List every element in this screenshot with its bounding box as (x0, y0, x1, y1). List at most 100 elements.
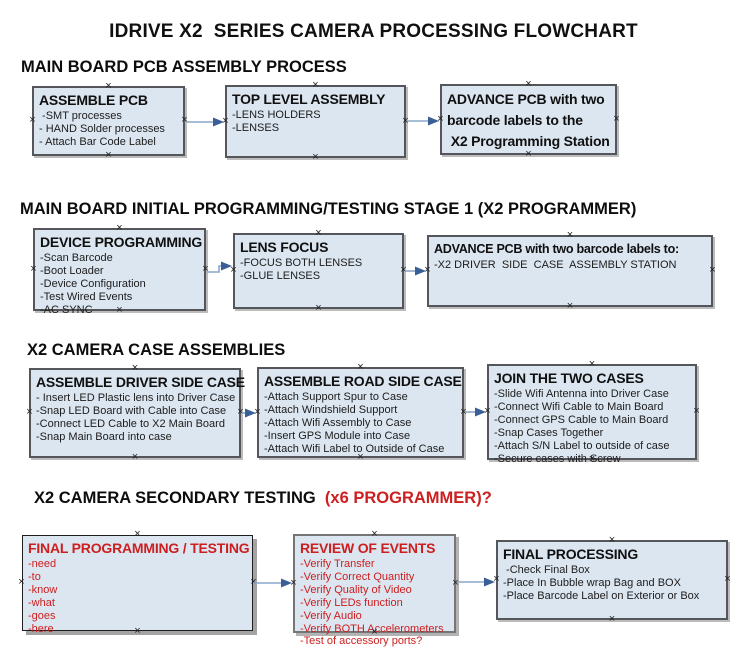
bottom-selection-handle-icon (131, 453, 140, 462)
box-item: -Place In Bubble wrap Bag and BOX (503, 576, 681, 589)
box-items: -Slide Wifi Antenna into Driver Case-Con… (494, 388, 690, 465)
flow-arrow (187, 117, 224, 127)
box-item: -Connect Wifi Cable to Main Board (494, 400, 664, 413)
section-heading-case-assemblies: X2 CAMERA CASE ASSEMBLIES (27, 341, 286, 359)
bottom-selection-handle-icon (311, 153, 320, 162)
heading-black-part: X2 CAMERA SECONDARY TESTING (34, 489, 316, 507)
box-items: -SMT processes- HAND Solder processes- A… (39, 110, 178, 149)
flow-arrow (254, 578, 292, 588)
section-heading-secondary-testing: X2 CAMERA SECONDARY TESTING (x6 PROGRAMM… (34, 488, 492, 508)
right-selection-handle-icon (401, 117, 410, 126)
top-selection-handle-icon (115, 224, 124, 233)
top-selection-handle-icon (588, 360, 597, 369)
left-selection-handle-icon (28, 116, 37, 125)
right-selection-handle-icon (708, 266, 717, 275)
top-selection-handle-icon (314, 229, 323, 238)
bottom-selection-handle-icon (608, 615, 617, 624)
left-selection-handle-icon (17, 578, 26, 587)
right-selection-handle-icon (399, 266, 408, 275)
box-item: -AC SYNC (40, 303, 93, 316)
box-item: -Place Barcode Label on Exterior or Box (503, 589, 700, 602)
flow-arrow (207, 261, 232, 273)
right-selection-handle-icon (723, 575, 732, 584)
box-item: -Verify BOTH Accelerometers (300, 622, 444, 635)
page-title: IDRIVE X2 SERIES CAMERA PROCESSING FLOWC… (109, 21, 638, 42)
flow-box-assemble-road-side-case: ASSEMBLE ROAD SIDE CASE -Attach Support … (257, 367, 464, 458)
box-items: - Insert LED Plastic lens into Driver Ca… (36, 392, 236, 444)
box-item: -Attach Windshield Support (264, 403, 398, 416)
box-item: -Attach S/N Label to outside of case (494, 439, 670, 452)
box-item: - Attach Bar Code Label (39, 135, 156, 148)
bottom-selection-handle-icon (314, 304, 323, 313)
box-item: -GLUE LENSES (240, 269, 321, 282)
right-selection-handle-icon (249, 578, 258, 587)
box-item: -Snap Main Board into case (36, 430, 172, 443)
right-selection-handle-icon (236, 408, 245, 417)
left-selection-handle-icon (229, 266, 238, 275)
right-selection-handle-icon (692, 407, 701, 416)
flow-arrow (242, 408, 256, 418)
box-item: -Insert GPS Module into Case (264, 429, 411, 442)
box-item: -to (28, 570, 41, 583)
box-item: -Verify LEDs function (300, 596, 403, 609)
box-items: -FOCUS BOTH LENSES-GLUE LENSES (240, 257, 397, 283)
right-selection-handle-icon (459, 408, 468, 417)
box-item: -Snap LED Board with Cable into Case (36, 404, 227, 417)
section-heading-pcb-assembly: MAIN BOARD PCB ASSEMBLY PROCESS (21, 58, 347, 76)
box-title: REVIEW OF EVENTS (300, 540, 436, 556)
flow-box-advance-pcb-to-programming-station: ADVANCE PCB with two barcode labels to t… (440, 84, 617, 155)
box-title: ASSEMBLE DRIVER SIDE CASE (36, 374, 245, 390)
flow-arrow (407, 116, 439, 126)
left-selection-handle-icon (483, 407, 492, 416)
flow-box-final-programming-testing: FINAL PROGRAMMING / TESTING -need-to-kno… (22, 535, 253, 635)
box-item: -Snap Cases Together (494, 426, 604, 439)
left-selection-handle-icon (436, 115, 445, 124)
box-item: -Verify Audio (300, 609, 362, 622)
box-items: -Scan Barcode-Boot Loader-Device Configu… (40, 252, 199, 317)
box-items: -LENS HOLDERS-LENSES (232, 109, 399, 135)
box-title: DEVICE PROGRAMMING (40, 234, 203, 250)
box-item: -what (28, 596, 55, 609)
box-title-line: barcode labels to the (447, 112, 583, 128)
box-item: -Test of accessory ports? (300, 635, 423, 648)
flow-box-review-of-events: REVIEW OF EVENTS -Verify Transfer-Verify… (293, 534, 456, 647)
top-selection-handle-icon (566, 231, 575, 240)
top-selection-handle-icon (608, 536, 617, 545)
flow-box-join-the-two-cases: JOIN THE TWO CASES -Slide Wifi Antenna i… (487, 364, 697, 465)
box-title: TOP LEVEL ASSEMBLY (232, 91, 386, 107)
box-title: LENS FOCUS (240, 239, 329, 255)
flow-box-device-programming: DEVICE PROGRAMMING -Scan Barcode-Boot Lo… (33, 228, 206, 316)
flow-arrow (457, 577, 495, 587)
flow-box-top-level-assembly: TOP LEVEL ASSEMBLY -LENS HOLDERS-LENSES (225, 85, 406, 158)
flow-box-lens-focus: LENS FOCUS -FOCUS BOTH LENSES-GLUE LENSE… (233, 233, 404, 309)
box-title-line: ADVANCE PCB with two (447, 91, 605, 107)
right-selection-handle-icon (201, 265, 210, 274)
left-selection-handle-icon (423, 266, 432, 275)
box-item: -Connect GPS Cable to Main Board (494, 413, 669, 426)
box-item: -Connect LED Cable to X2 Main Board (36, 417, 225, 430)
box-item: -goes (28, 609, 56, 622)
box-item: -Verify Quality of Video (300, 583, 412, 596)
box-item: - HAND Solder processes (39, 122, 165, 135)
box-title: FINAL PROGRAMMING / TESTING (28, 540, 250, 556)
box-items: -need-to-know-what-goes-here (28, 558, 247, 635)
top-selection-handle-icon (131, 364, 140, 373)
box-item: -here (28, 622, 54, 635)
box-items: -Verify Transfer-Verify Correct Quantity… (300, 558, 449, 648)
left-selection-handle-icon (492, 575, 501, 584)
box-item: -Verify Correct Quantity (300, 570, 415, 583)
box-item: -SMT processes (39, 110, 122, 122)
top-selection-handle-icon (104, 82, 113, 91)
box-item: -need (28, 558, 57, 570)
box-title: ASSEMBLE PCB (39, 92, 148, 108)
box-item: -Boot Loader (40, 264, 104, 277)
box-items: -Attach Support Spur to Case-Attach Wind… (264, 391, 457, 456)
box-item: -Attach Wifi Label to Outside of Case (264, 442, 445, 455)
box-item: -Slide Wifi Antenna into Driver Case (494, 388, 669, 400)
box-item: - Insert LED Plastic lens into Driver Ca… (36, 392, 236, 404)
right-selection-handle-icon (451, 579, 460, 588)
top-selection-handle-icon (370, 530, 379, 539)
box-item: -FOCUS BOTH LENSES (240, 257, 363, 269)
flow-box-assemble-pcb: ASSEMBLE PCB -SMT processes- HAND Solder… (32, 86, 185, 156)
